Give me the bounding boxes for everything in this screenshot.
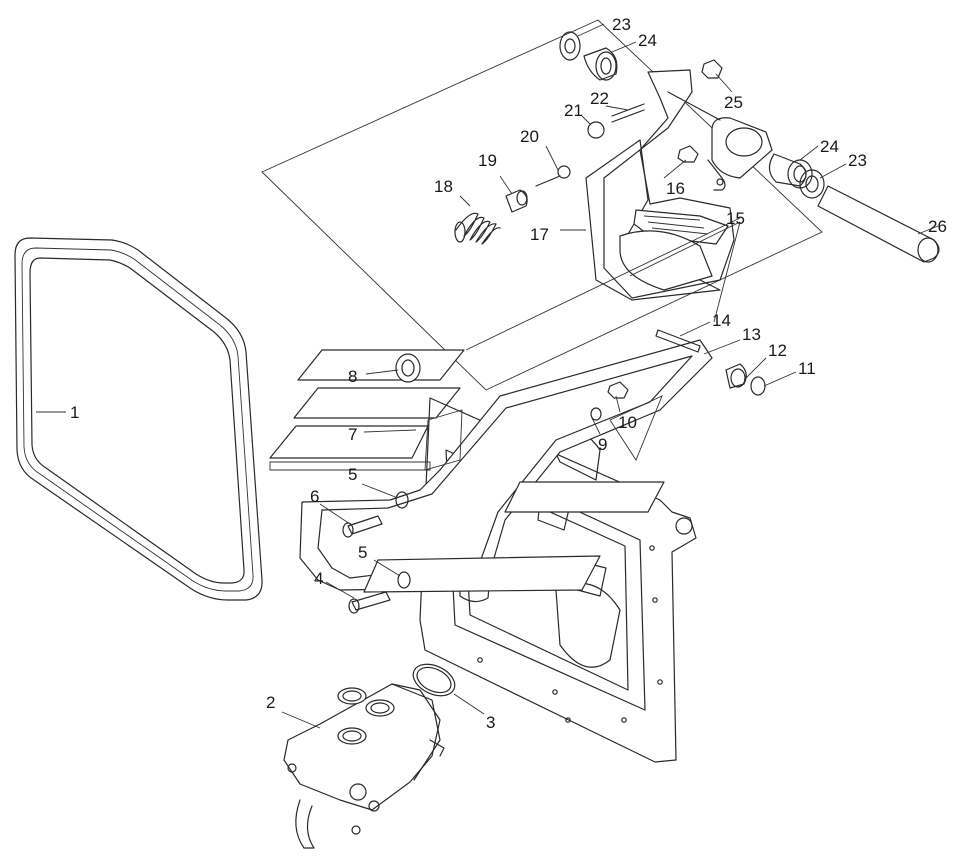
part-3-oring bbox=[412, 663, 456, 697]
part-19-pin bbox=[505, 189, 528, 213]
label-26: 26 bbox=[928, 217, 947, 236]
label-21: 21 bbox=[564, 101, 583, 120]
label-17: 17 bbox=[530, 225, 549, 244]
part-8-washer bbox=[395, 353, 421, 383]
label-16: 16 bbox=[666, 179, 685, 198]
part-23-washer-top bbox=[559, 31, 581, 61]
part-23-washer-right bbox=[799, 169, 825, 199]
part-16-nut bbox=[677, 145, 699, 163]
label-11: 11 bbox=[798, 359, 816, 378]
label-13: 13 bbox=[742, 325, 761, 344]
label-9: 9 bbox=[598, 435, 607, 454]
part-9-washer bbox=[590, 407, 602, 421]
label-23b: 23 bbox=[848, 151, 867, 170]
part-26-shaft bbox=[817, 185, 940, 263]
part-18-spring bbox=[454, 212, 501, 245]
label-23a: 23 bbox=[612, 15, 631, 34]
callout-labels: 1 2 3 4 5 5 6 7 8 9 10 11 12 13 14 15 16… bbox=[70, 15, 947, 732]
label-1: 1 bbox=[70, 403, 79, 422]
leader-lines bbox=[36, 23, 939, 729]
label-20: 20 bbox=[520, 127, 539, 146]
part-5-washer-a bbox=[395, 491, 409, 509]
label-4: 4 bbox=[314, 569, 323, 588]
part-25-nut bbox=[701, 59, 723, 79]
part-5-washer-b bbox=[397, 571, 411, 589]
part-21-ball bbox=[587, 121, 605, 139]
label-12: 12 bbox=[768, 341, 787, 360]
part-1-gasket bbox=[14, 237, 263, 601]
label-8: 8 bbox=[348, 367, 357, 386]
part-4-bolt bbox=[348, 591, 391, 614]
pedal-lever bbox=[299, 339, 713, 593]
part-2-master-cylinder bbox=[283, 683, 445, 849]
label-6: 6 bbox=[310, 487, 319, 506]
label-14: 14 bbox=[712, 311, 731, 330]
label-22: 22 bbox=[590, 89, 609, 108]
assembly-planes bbox=[261, 19, 823, 471]
label-19: 19 bbox=[478, 151, 497, 170]
label-10: 10 bbox=[618, 413, 637, 432]
part-14-pin bbox=[655, 329, 701, 353]
part-20-rod bbox=[535, 165, 571, 187]
label-5b: 5 bbox=[358, 543, 367, 562]
part-12-bushing bbox=[725, 363, 747, 389]
label-3: 3 bbox=[486, 713, 495, 732]
part-11-ring bbox=[750, 376, 766, 396]
label-15: 15 bbox=[726, 209, 745, 228]
part-24-bearing-top bbox=[583, 47, 618, 81]
label-5a: 5 bbox=[348, 465, 357, 484]
part-10-nut bbox=[607, 381, 629, 399]
label-18: 18 bbox=[434, 177, 453, 196]
label-24b: 24 bbox=[820, 137, 839, 156]
label-2: 2 bbox=[266, 693, 275, 712]
label-25: 25 bbox=[724, 93, 743, 112]
part-22-bolt bbox=[611, 103, 645, 123]
label-24a: 24 bbox=[638, 31, 657, 50]
label-7: 7 bbox=[348, 425, 357, 444]
